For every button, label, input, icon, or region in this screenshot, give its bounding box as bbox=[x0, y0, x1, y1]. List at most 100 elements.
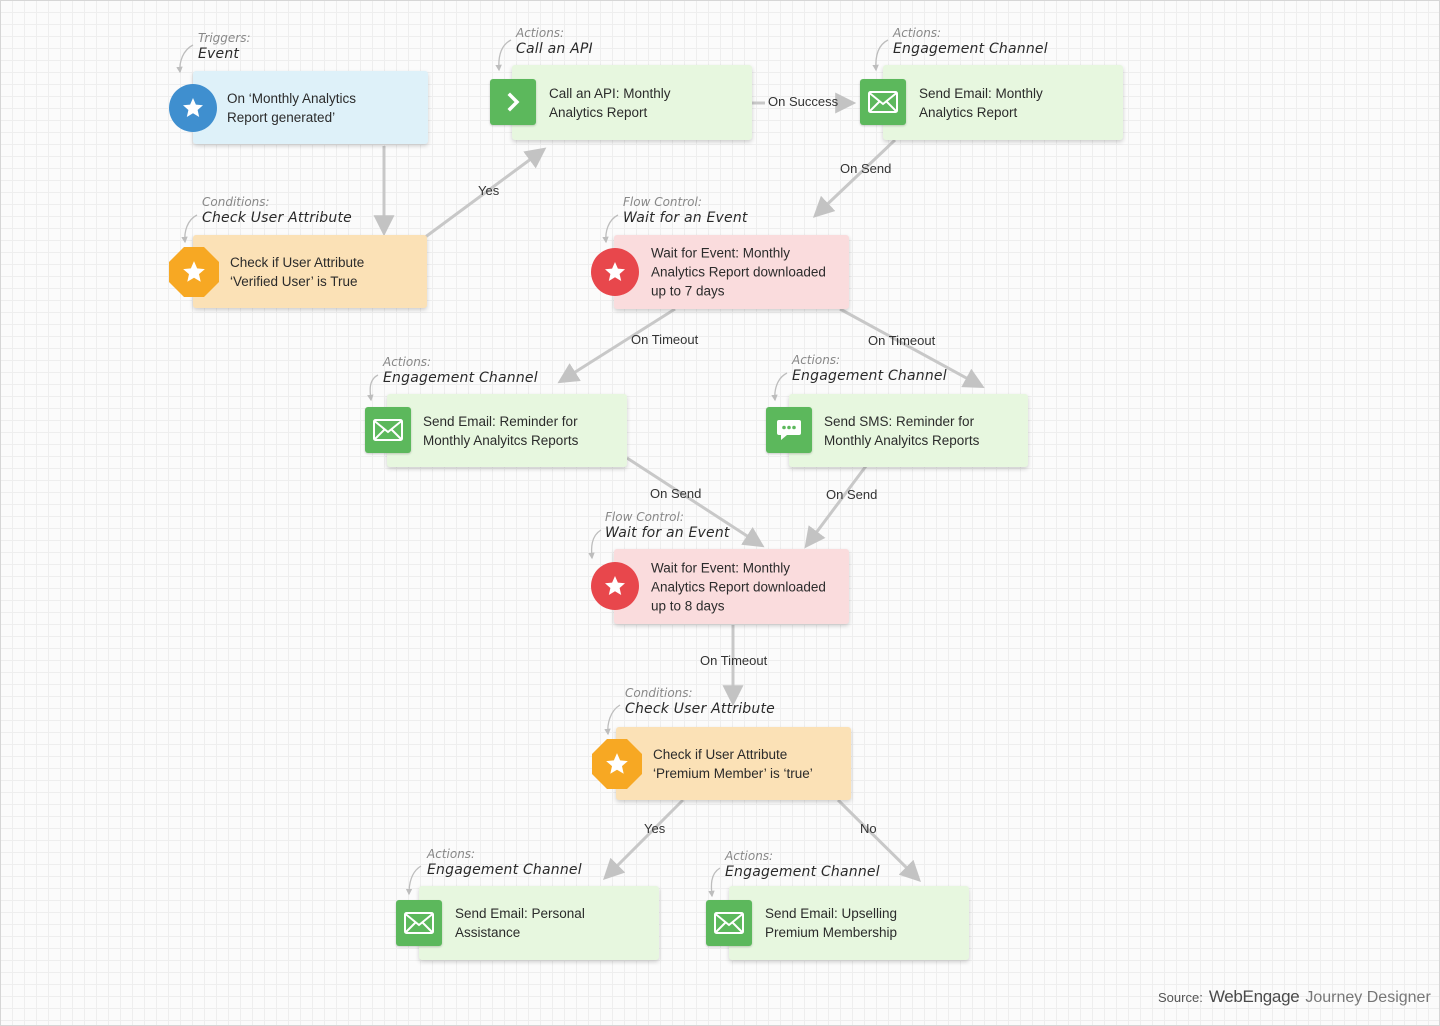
node-type: Triggers: bbox=[198, 31, 251, 45]
wait-7-days-card[interactable]: Wait for Event: Monthly Analytics Report… bbox=[614, 235, 849, 309]
card-text: On ‘Monthly Analytics Report generated’ bbox=[227, 89, 356, 127]
edge-timeout-left bbox=[557, 307, 676, 384]
card-line: Send Email: Monthly bbox=[919, 85, 1043, 101]
brand-logo: WebEngage bbox=[1208, 987, 1300, 1006]
node-type: Actions: bbox=[516, 26, 565, 40]
edge-label-yes: Yes bbox=[644, 821, 666, 836]
card-line: Send Email: Personal bbox=[455, 906, 585, 921]
card-text: Send Email: Personal Assistance bbox=[455, 904, 585, 942]
node-subtype: Event bbox=[198, 46, 240, 62]
card-line: Send Email: Reminder for bbox=[423, 413, 578, 429]
node-subtype: Engagement Channel bbox=[893, 41, 1048, 57]
edge-label-on-success: On Success bbox=[768, 94, 839, 109]
envelope-icon bbox=[706, 900, 752, 946]
card-line: up to 7 days bbox=[651, 283, 725, 299]
edge-yes-to-call-api bbox=[423, 147, 547, 240]
node-type: Flow Control: bbox=[623, 195, 702, 209]
trigger-card[interactable]: On ‘Monthly Analytics Report generated’ bbox=[193, 71, 428, 144]
node-subtype: Check User Attribute bbox=[202, 210, 352, 226]
node-subtype: Engagement Channel bbox=[792, 368, 947, 384]
card-text: Check if User Attribute ‘Verified User’ … bbox=[230, 253, 364, 291]
card-text: Send SMS: Reminder for Monthly Analyitcs… bbox=[824, 412, 979, 450]
card-text: Wait for Event: Monthly Analytics Report… bbox=[651, 244, 826, 301]
card-text: Wait for Event: Monthly Analytics Report… bbox=[651, 558, 826, 615]
card-line: up to 8 days bbox=[651, 598, 725, 613]
card-line: Monthly Analyitcs Reports bbox=[423, 432, 579, 448]
card-text: Call an API: Monthly Analytics Report bbox=[549, 84, 671, 122]
edge-label-yes: Yes bbox=[478, 183, 500, 198]
card-line: Wait for Event: Monthly bbox=[651, 245, 791, 261]
node-subtype: Wait for an Event bbox=[605, 525, 730, 541]
card-line: Wait for Event: Monthly bbox=[651, 560, 791, 575]
star-icon bbox=[592, 739, 642, 789]
node-subtype: Wait for an Event bbox=[623, 210, 748, 226]
edge-label-on-timeout-left: On Timeout bbox=[631, 332, 699, 347]
node-type: Conditions: bbox=[625, 686, 693, 700]
wait-8-days-card[interactable]: Wait for Event: Monthly Analytics Report… bbox=[614, 549, 849, 624]
sms-reminder-card[interactable]: Send SMS: Reminder for Monthly Analyitcs… bbox=[789, 394, 1028, 467]
edge-on-send-to-wait7 bbox=[812, 138, 897, 218]
node-subtype: Engagement Channel bbox=[427, 862, 582, 878]
card-line: On ‘Monthly Analytics bbox=[227, 90, 357, 106]
edge-label-on-timeout: On Timeout bbox=[700, 653, 768, 668]
star-icon bbox=[169, 247, 219, 297]
send-email-report-card[interactable]: Send Email: Monthly Analytics Report bbox=[883, 65, 1123, 140]
email-reminder-card[interactable]: Send Email: Reminder for Monthly Analyit… bbox=[387, 394, 627, 467]
node-subtype: Check User Attribute bbox=[625, 701, 775, 717]
edge-timeout-right bbox=[839, 307, 985, 389]
chat-bubble-icon bbox=[766, 407, 812, 453]
card-line: Send Email: Upselling bbox=[765, 906, 898, 921]
card-text: Send Email: Reminder for Monthly Analyit… bbox=[423, 412, 578, 450]
card-line: Check if User Attribute bbox=[653, 746, 788, 762]
edge-no-to-upsell bbox=[836, 798, 921, 882]
edge-label-on-timeout-right: On Timeout bbox=[868, 333, 936, 348]
card-line: Send SMS: Reminder for bbox=[824, 413, 975, 429]
star-icon bbox=[591, 248, 639, 296]
edge-label-on-send-right: On Send bbox=[826, 487, 878, 502]
edge-label-no: No bbox=[860, 821, 877, 836]
card-line: ‘Premium Member’ is ‘true’ bbox=[653, 765, 813, 781]
card-text: Check if User Attribute ‘Premium Member’… bbox=[653, 745, 813, 783]
node-subtype: Engagement Channel bbox=[383, 370, 538, 386]
node-type: Conditions: bbox=[202, 195, 270, 209]
check-verified-card[interactable]: Check if User Attribute ‘Verified User’ … bbox=[193, 235, 427, 308]
edge-send-right-to-wait8 bbox=[804, 465, 868, 549]
envelope-icon bbox=[365, 407, 411, 453]
card-text: Send Email: Monthly Analytics Report bbox=[919, 84, 1043, 122]
card-line: Analytics Report bbox=[549, 104, 648, 120]
card-line: Analytics Report downloaded bbox=[651, 579, 826, 594]
card-line: Report generated’ bbox=[227, 109, 336, 125]
node-type: Actions: bbox=[792, 353, 841, 367]
email-upsell-card[interactable]: Send Email: Upselling Premium Membership bbox=[729, 886, 969, 960]
node-type: Actions: bbox=[383, 355, 432, 369]
edge-label-on-send-left: On Send bbox=[650, 486, 702, 501]
chevron-right-icon bbox=[490, 79, 536, 125]
node-subtype: Engagement Channel bbox=[725, 864, 880, 880]
card-line: Monthly Analyitcs Reports bbox=[824, 432, 980, 448]
edge-send-left-to-wait8 bbox=[626, 456, 765, 548]
node-type: Actions: bbox=[893, 26, 942, 40]
card-line: Call an API: Monthly bbox=[549, 85, 671, 101]
source-label: Source: bbox=[1158, 990, 1203, 1005]
card-line: ‘Verified User’ is True bbox=[230, 273, 358, 289]
star-icon bbox=[591, 562, 639, 610]
edge-label-on-send: On Send bbox=[840, 161, 892, 176]
product-name: Journey Designer bbox=[1305, 989, 1431, 1006]
card-line: Check if User Attribute bbox=[230, 254, 365, 270]
email-personal-card[interactable]: Send Email: Personal Assistance bbox=[419, 886, 659, 960]
node-subtype: Call an API bbox=[516, 41, 593, 57]
source-credit: Source: WebEngage Journey Designer bbox=[1158, 987, 1431, 1007]
node-type: Actions: bbox=[427, 847, 476, 861]
card-line: Premium Membership bbox=[765, 925, 898, 940]
card-line: Analytics Report downloaded bbox=[651, 264, 826, 280]
edge-yes-to-personal bbox=[603, 798, 685, 880]
check-premium-card[interactable]: Check if User Attribute ‘Premium Member’… bbox=[616, 727, 851, 800]
call-api-card[interactable]: Call an API: Monthly Analytics Report bbox=[512, 65, 752, 140]
node-type: Flow Control: bbox=[605, 510, 684, 524]
envelope-icon bbox=[860, 79, 906, 125]
envelope-icon bbox=[396, 900, 442, 946]
node-type: Actions: bbox=[725, 849, 774, 863]
card-line: Assistance bbox=[455, 925, 521, 940]
card-text: Send Email: Upselling Premium Membership bbox=[765, 904, 897, 942]
